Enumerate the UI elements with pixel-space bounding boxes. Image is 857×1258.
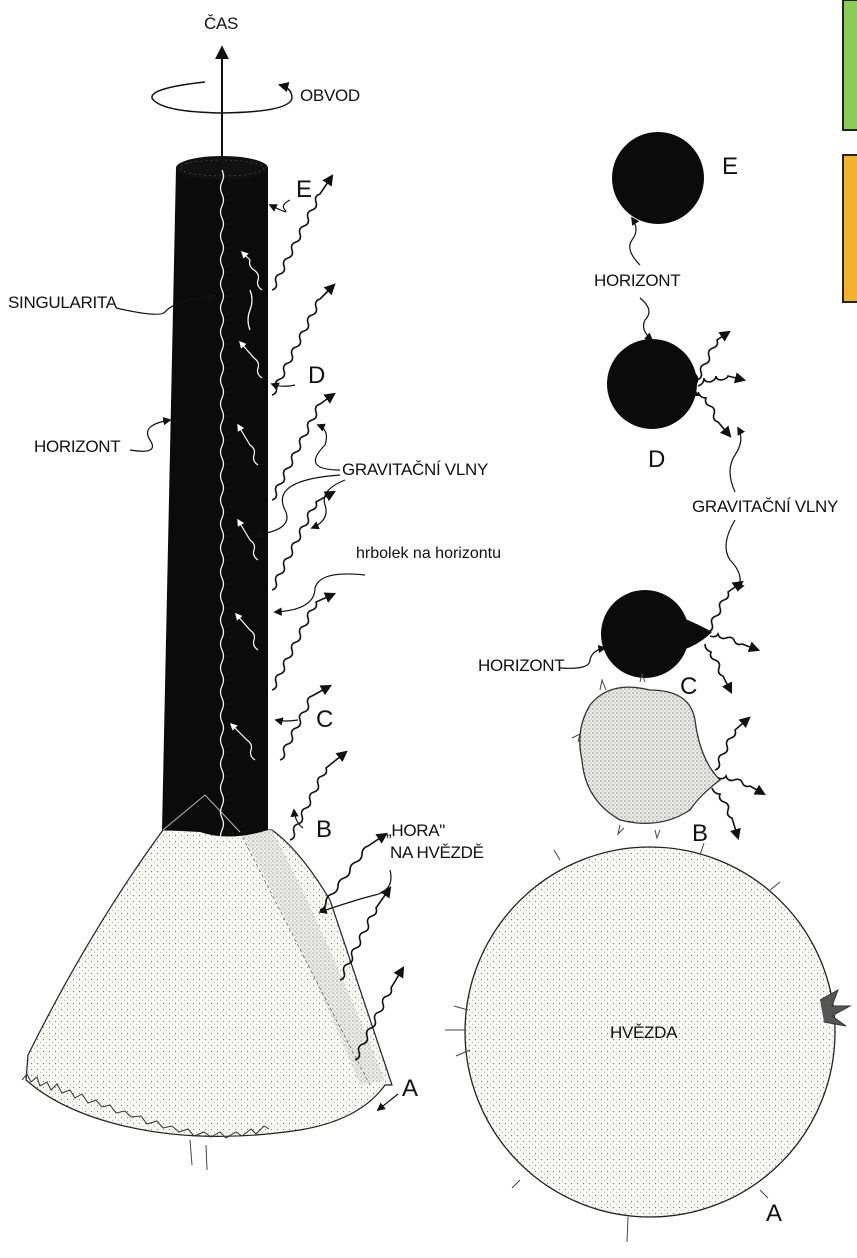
circumference-label: OBVOD (300, 86, 360, 106)
left-stage-a: A (402, 1075, 418, 1103)
black-hole-stage-d (607, 339, 701, 429)
mountain-label-2: NA HVĚZDĚ (390, 843, 484, 863)
orange-box (843, 155, 857, 302)
time-label: ČAS (204, 14, 238, 34)
right-stage-b: B (692, 820, 708, 848)
star-label: HVĚZDA (610, 1023, 677, 1043)
grav-waves-left-label: GRAVITAČNÍ VLNY (342, 460, 488, 480)
horizon-left-label: HORIZONT (34, 437, 120, 457)
black-hole-stage-e (612, 132, 704, 224)
left-stage-c: C (316, 706, 333, 734)
black-hole-cylinder (162, 156, 268, 837)
mountain-label-1: „HORA" (386, 821, 445, 841)
left-stage-e: E (296, 176, 312, 204)
grav-waves-right-label: GRAVITAČNÍ VLNY (692, 497, 838, 517)
left-stage-d: D (308, 362, 325, 390)
horizon-mid-label: HORIZONT (478, 656, 564, 676)
deformed-star-stage-b (580, 687, 720, 823)
left-stage-b: B (316, 816, 332, 844)
right-stage-d: D (648, 446, 665, 474)
black-hole-stage-c (601, 590, 712, 678)
right-stage-e: E (722, 153, 738, 181)
singularity-label: SINGULARITA (8, 293, 117, 313)
bump-label: hrbolek na horizontu (356, 545, 501, 563)
horizon-top-label: HORIZONT (594, 271, 680, 291)
right-stage-c: C (680, 673, 697, 701)
right-stage-a: A (766, 1200, 782, 1228)
green-box (843, 0, 857, 130)
collapsing-star-cone (22, 820, 392, 1170)
